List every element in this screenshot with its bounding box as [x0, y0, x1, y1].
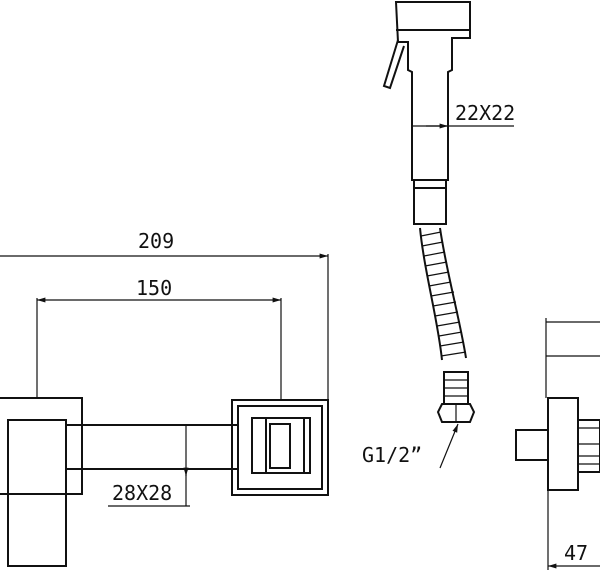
dimension-bar-section: 28X28	[108, 425, 190, 507]
side-wall-plate	[547, 397, 579, 491]
hand-spray-assembly	[382, 1, 476, 423]
side-nut-block	[577, 419, 600, 473]
spray-head	[394, 1, 471, 181]
handle-connector	[413, 179, 447, 225]
side-view-assembly	[515, 318, 600, 491]
horizontal-bar	[65, 424, 239, 470]
flex-hose	[419, 227, 467, 361]
holder-clip-inner	[269, 423, 291, 469]
side-stub	[515, 429, 549, 461]
right-mount-plate-inner	[237, 405, 323, 490]
left-mount-block	[7, 419, 67, 567]
trigger-lever	[382, 39, 405, 90]
dimension-spray-head: 22X22	[412, 101, 515, 129]
dimension-overall-width: 209	[0, 229, 329, 400]
dimension-side-depth: 47	[547, 490, 600, 570]
hex-nut	[436, 403, 476, 423]
spray-head-label: 22X22	[455, 101, 515, 125]
left-mount-plate	[0, 397, 83, 495]
thread-callout: G1/2”	[362, 423, 459, 469]
dimension-holder-spacing: 150	[36, 276, 282, 400]
right-mount-plate-outer	[231, 399, 329, 496]
thread-size-label: G1/2”	[362, 443, 422, 467]
holder-spacing-label: 150	[136, 276, 172, 300]
side-depth-label: 47	[564, 541, 588, 565]
bar-section-label: 28X28	[112, 481, 172, 505]
wall-bracket-assembly	[0, 397, 329, 567]
holder-clip-mid	[265, 417, 305, 474]
overall-width-label: 209	[138, 229, 174, 253]
holder-clip-outer	[251, 417, 311, 474]
